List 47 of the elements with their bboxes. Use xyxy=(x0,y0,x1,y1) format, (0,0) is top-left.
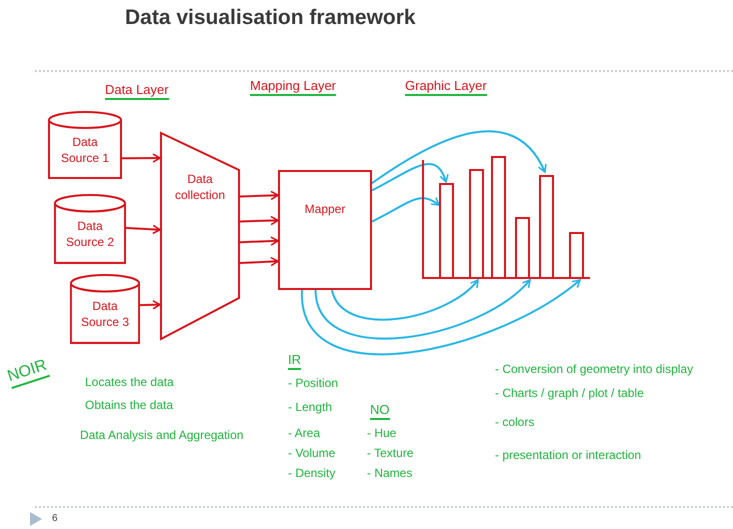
arrow xyxy=(240,216,279,226)
note-text: - Position xyxy=(288,376,338,390)
note-text: IR xyxy=(288,352,301,370)
node-label: Data Source 2 xyxy=(64,219,116,251)
note-text: Locates the data xyxy=(85,375,174,389)
note-text: Mapping Layer xyxy=(250,78,336,96)
database-cylinder xyxy=(70,275,140,345)
arrow xyxy=(240,236,279,246)
database-cylinder xyxy=(48,112,122,180)
node-label: Data Source 3 xyxy=(80,299,130,331)
arrow xyxy=(240,256,279,266)
slide-number: 6 xyxy=(52,513,58,524)
node-label: Data Source 1 xyxy=(60,135,110,167)
bar-chart-drawing xyxy=(420,155,590,280)
arrow xyxy=(314,279,531,340)
note-text: - Volume xyxy=(288,446,336,460)
arrow xyxy=(331,279,479,321)
note-text: Data Layer xyxy=(105,82,169,100)
arrow xyxy=(122,153,161,163)
note-text: NO xyxy=(370,402,390,420)
note-text: Obtains the data xyxy=(85,398,174,412)
note-text: - Length xyxy=(288,400,332,414)
arrow xyxy=(371,130,546,184)
note-text: - Conversion of geometry into display xyxy=(495,362,694,376)
process-box xyxy=(278,170,372,290)
note-text: - Hue xyxy=(367,426,396,440)
note-text: - presentation or interaction xyxy=(495,448,642,462)
arrow xyxy=(300,279,581,356)
note-text: - Texture xyxy=(367,446,414,460)
collection-trapezoid xyxy=(160,132,240,340)
node-label: Mapper xyxy=(304,202,346,218)
arrow xyxy=(240,190,279,200)
arrow xyxy=(126,224,161,234)
note-text: - Density xyxy=(288,466,336,480)
note-text: - Area xyxy=(288,426,320,440)
arrow xyxy=(372,163,448,192)
slide-title: Data visualisation framework xyxy=(125,6,416,30)
database-cylinder xyxy=(54,195,126,265)
note-text: - Names xyxy=(367,466,412,480)
arrow xyxy=(140,300,161,310)
note-text: NOIR xyxy=(6,356,50,389)
note-text: Graphic Layer xyxy=(405,78,487,96)
note-text: - Charts / graph / plot / table xyxy=(495,386,644,400)
note-text: Data Analysis and Aggregation xyxy=(80,428,244,442)
node-label: Data collection xyxy=(174,172,226,204)
note-text: - colors xyxy=(495,415,534,429)
arrow xyxy=(372,196,440,222)
